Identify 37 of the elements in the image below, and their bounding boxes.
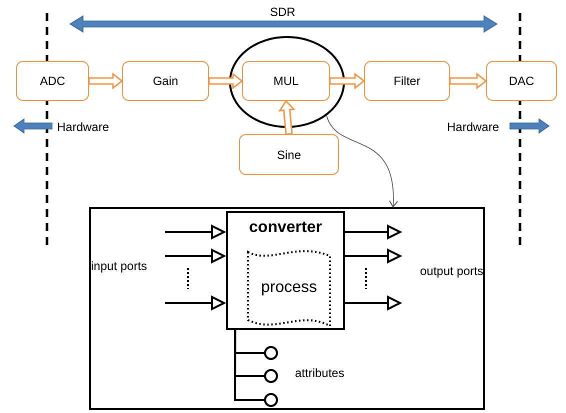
block-arrow	[278, 100, 296, 136]
node-label: Sine	[276, 148, 302, 162]
port-arrow	[165, 249, 225, 263]
block-arrow	[329, 72, 366, 90]
node-label: Gain	[152, 74, 178, 88]
hardware-label: Hardware	[57, 120, 110, 134]
process-box	[242, 61, 330, 101]
process-box	[16, 61, 89, 101]
port-arrow	[343, 296, 401, 310]
port-label: input ports	[91, 259, 148, 273]
node-label: process	[260, 279, 318, 297]
process-box	[364, 61, 450, 101]
port-arrow	[165, 224, 225, 239]
port-arrow	[343, 249, 401, 263]
port-label: output ports	[420, 264, 484, 278]
attribute-connector	[234, 328, 278, 407]
sdr-label: SDR	[270, 5, 296, 19]
wavy-process-shape	[246, 248, 332, 328]
port-arrow	[343, 225, 401, 239]
hardware-label: Hardware	[447, 120, 500, 134]
curved-arrow	[326, 114, 398, 208]
block-arrow	[208, 72, 244, 90]
node-title: converter	[249, 219, 322, 237]
node-label: ADC	[40, 74, 66, 88]
block-arrow	[449, 72, 488, 90]
block-arrow	[88, 72, 124, 90]
process-box	[239, 134, 339, 175]
converter-box	[226, 211, 345, 330]
node-label: Filter	[394, 74, 420, 88]
attribute-label: attributes	[295, 366, 344, 380]
node-label: MUL	[273, 74, 299, 88]
port-arrow	[165, 296, 225, 310]
node-label: DAC	[508, 74, 534, 88]
detail-frame	[89, 207, 485, 410]
highlight-ellipse	[229, 36, 345, 128]
process-box	[122, 61, 209, 101]
process-box	[486, 61, 557, 101]
